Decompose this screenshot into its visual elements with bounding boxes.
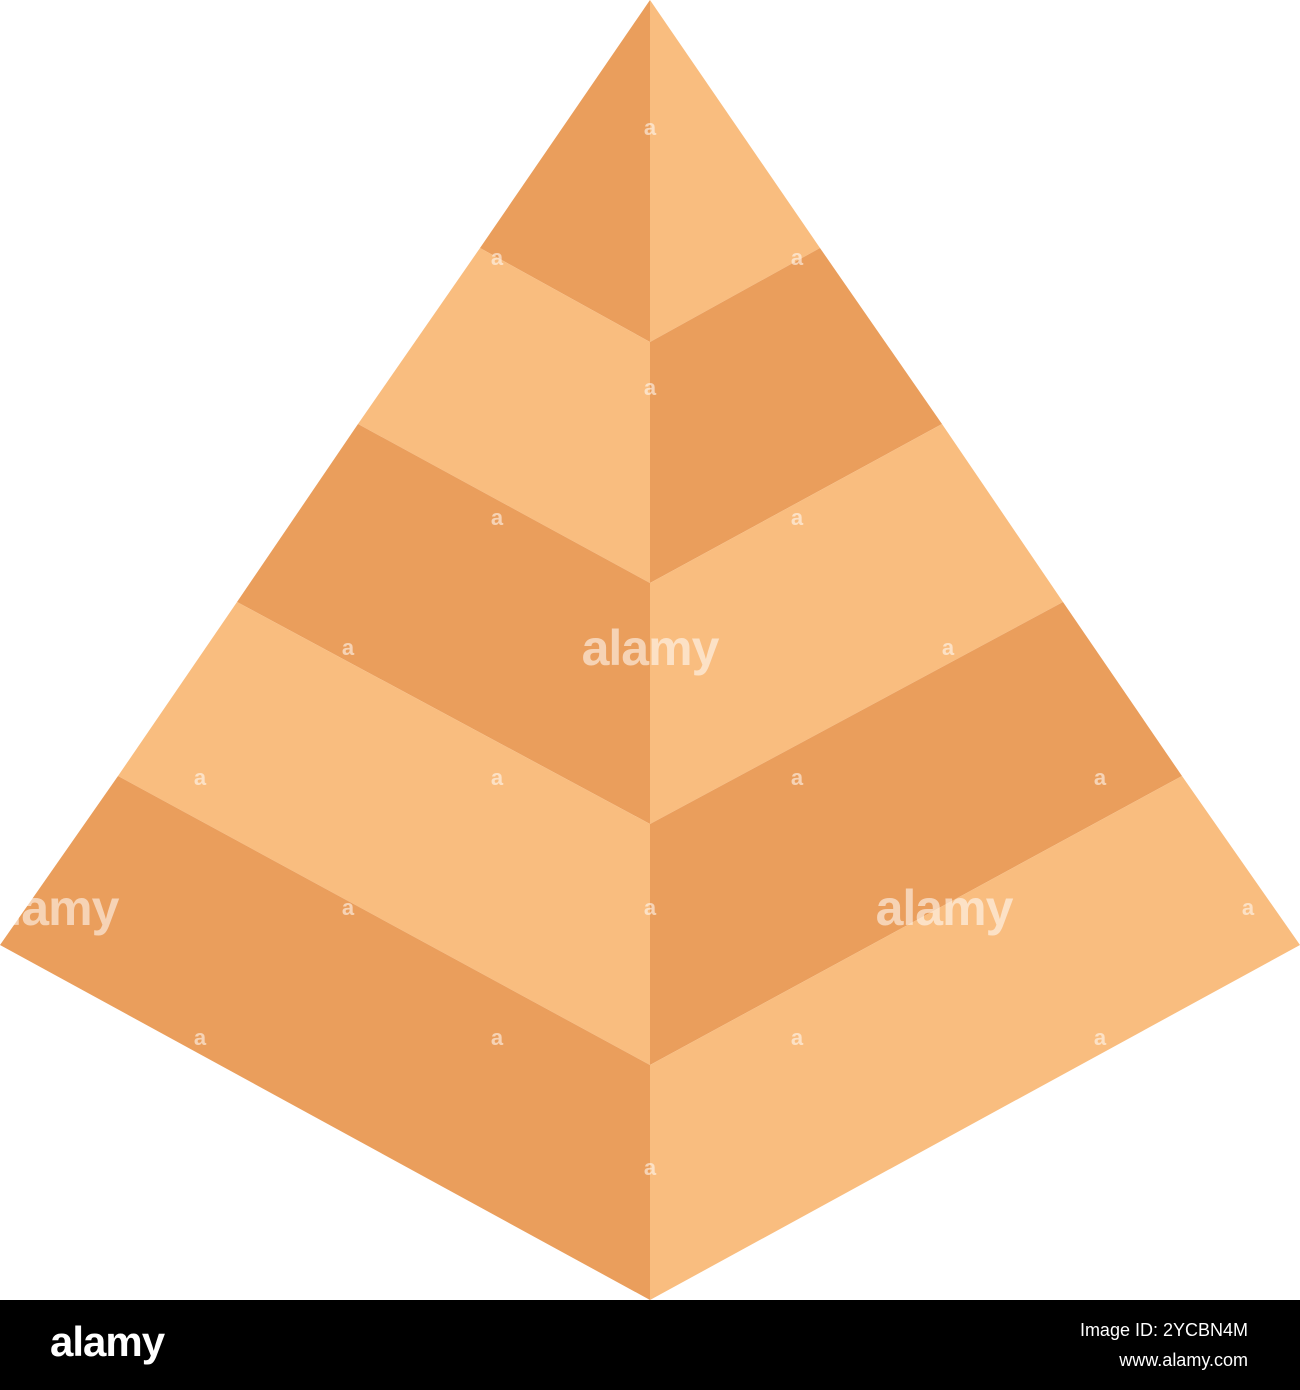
watermark-logo: alamy bbox=[876, 880, 1014, 936]
right-band-5 bbox=[650, 776, 1300, 1300]
watermark-mark: a bbox=[194, 765, 207, 790]
watermark: a a a a a a a a a a a a a a a a a a a a … bbox=[0, 115, 1255, 1180]
watermark-logo: alamy bbox=[0, 880, 120, 936]
right-band-3 bbox=[650, 424, 1063, 824]
watermark-mark: a bbox=[791, 245, 804, 270]
footer-logo: alamy bbox=[50, 1318, 165, 1365]
watermark-mark: a bbox=[491, 1025, 504, 1050]
right-band-4 bbox=[650, 602, 1182, 1065]
watermark-mark: a bbox=[342, 635, 355, 660]
watermark-logo: alamy bbox=[582, 620, 720, 676]
watermark-mark: a bbox=[194, 1025, 207, 1050]
watermark-mark: a bbox=[791, 1025, 804, 1050]
left-band-3 bbox=[237, 424, 650, 824]
watermark-mark: a bbox=[491, 245, 504, 270]
watermark-mark: a bbox=[791, 765, 804, 790]
left-band-4 bbox=[118, 602, 650, 1065]
watermark-mark: a bbox=[1242, 895, 1255, 920]
image-id-label: Image ID: 2YCBN4M bbox=[1079, 1320, 1248, 1340]
footer-bar: alamy Image ID: 2YCBN4M www.alamy.com bbox=[0, 1300, 1300, 1390]
right-band-1 bbox=[650, 0, 820, 342]
left-band-5 bbox=[0, 776, 650, 1300]
watermark-mark: a bbox=[644, 895, 657, 920]
watermark-mark: a bbox=[342, 895, 355, 920]
watermark-mark: a bbox=[644, 375, 657, 400]
footer-url-link[interactable]: www.alamy.com bbox=[1119, 1350, 1248, 1370]
right-band-2 bbox=[650, 248, 942, 583]
watermark-mark: a bbox=[491, 765, 504, 790]
left-band-1 bbox=[480, 0, 650, 342]
watermark-mark: a bbox=[644, 115, 657, 140]
watermark-mark: a bbox=[644, 1155, 657, 1180]
watermark-mark: a bbox=[1094, 765, 1107, 790]
watermark-mark: a bbox=[942, 635, 955, 660]
watermark-mark: a bbox=[1094, 1025, 1107, 1050]
left-band-2 bbox=[358, 248, 650, 583]
pyramid-illustration: a a a a a a a a a a a a a a a a a a a a … bbox=[0, 0, 1300, 1300]
watermark-mark: a bbox=[791, 505, 804, 530]
watermark-mark: a bbox=[491, 505, 504, 530]
pyramid-icon: a a a a a a a a a a a a a a a a a a a a … bbox=[0, 0, 1300, 1300]
